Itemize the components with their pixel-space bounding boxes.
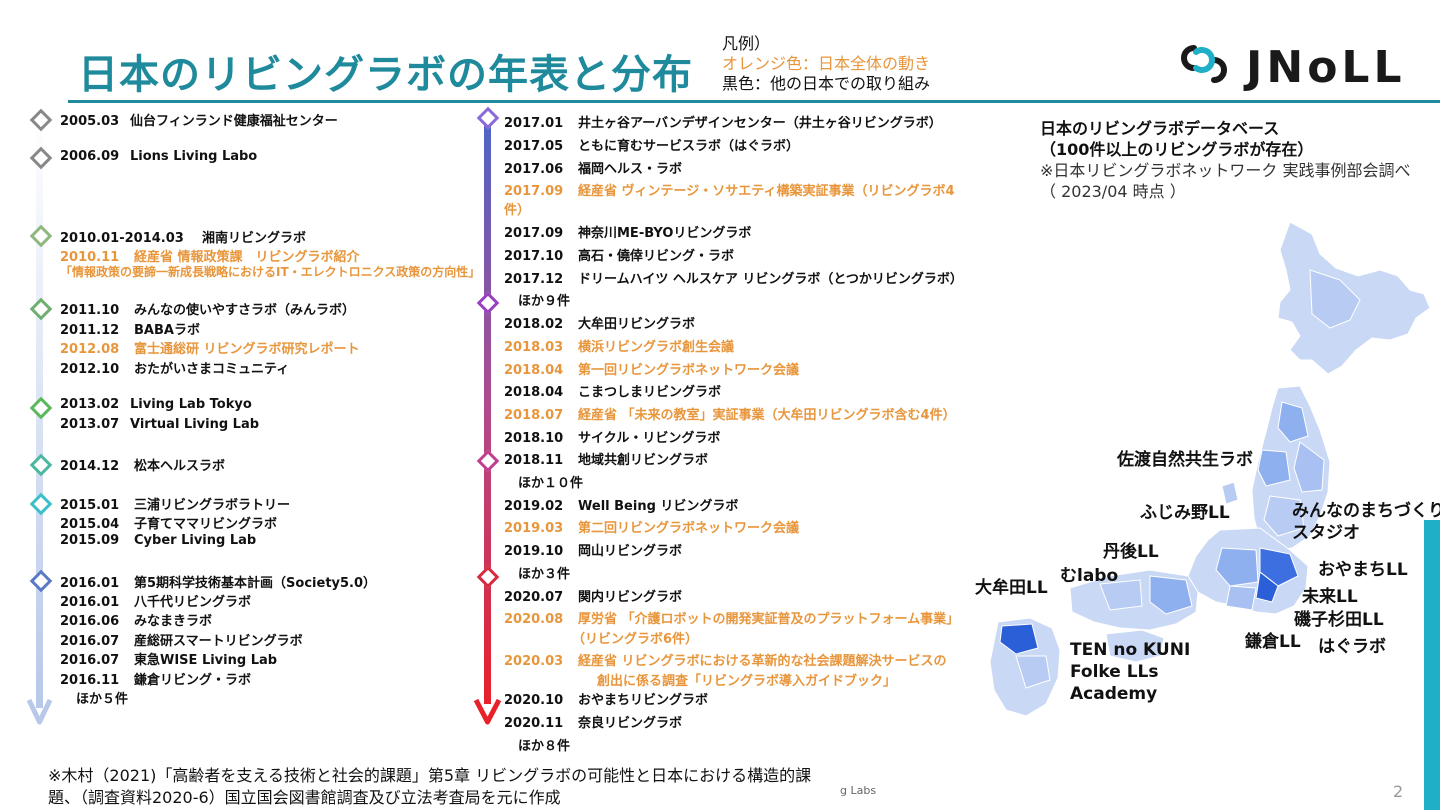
- timeline-entry: ほか１０件: [518, 476, 584, 491]
- page-title: 日本のリビングラボの年表と分布: [78, 52, 693, 98]
- legend-black: 黒色：他の日本での取り組み: [722, 74, 931, 93]
- map-label: スタジオ: [1292, 523, 1360, 543]
- database-source: ※日本リビングラボネットワーク 実践事例部会調べ: [1040, 161, 1411, 180]
- map-label: 鎌倉LL: [1245, 632, 1301, 652]
- database-caption: 日本のリビングラボデータベース （100件以上のリビングラボが存在） ※日本リビ…: [1040, 118, 1411, 202]
- japan-map: [989, 221, 1431, 717]
- timeline-entry: 件）: [504, 203, 531, 218]
- footnote-line1: ※木村（2021)「高齢者を支える技術と社会的課題」第5章 リビングラボの可能性…: [48, 766, 812, 785]
- title-underline: [68, 100, 1440, 103]
- timeline-entry: ほか３件: [518, 567, 571, 582]
- jnoll-logo: JNoLL: [1181, 42, 1406, 93]
- map-label: TEN no KUNI: [1070, 640, 1191, 660]
- timeline-entry: 創出に係る調査「リビングラボ導入ガイドブック」: [597, 674, 897, 689]
- timeline-entry: ほか８件: [518, 739, 571, 754]
- timeline-entry: 「情報政策の要諦一新成長戦略におけるIT・エレクトロニクス政策の方向性」: [60, 265, 481, 279]
- map-label: 磯子杉田LL: [1294, 610, 1384, 630]
- footer-text: g Labs: [840, 784, 877, 797]
- map-label: むlabo: [1060, 566, 1119, 586]
- timeline-entry: ほか５件: [76, 692, 129, 707]
- database-title: 日本のリビングラボデータベース: [1040, 119, 1280, 138]
- map-label: 佐渡自然共生ラボ: [1117, 450, 1253, 470]
- database-count: （100件以上のリビングラボが存在）: [1040, 140, 1314, 159]
- map-label: みんなのまちづくり: [1292, 501, 1440, 521]
- map-label: 丹後LL: [1103, 542, 1159, 562]
- legend: 凡例） オレンジ色：日本全体の動き 黒色：他の日本での取り組み: [722, 34, 930, 94]
- footnote: ※木村（2021)「高齢者を支える技術と社会的課題」第5章 リビングラボの可能性…: [48, 765, 811, 809]
- map-label: おやまちLL: [1318, 560, 1408, 580]
- legend-heading: 凡例）: [722, 34, 771, 53]
- map-label: 大牟田LL: [975, 578, 1048, 598]
- page-number: 2: [1393, 782, 1404, 801]
- footnote-line2: 題、（調査資料2020-6）国立国会図書館調査及び立法考査局を元に作成: [48, 788, 561, 807]
- left-timeline-arrow: [26, 112, 53, 725]
- accent-side-bar: [1424, 520, 1440, 810]
- map-label: ふじみ野LL: [1140, 503, 1230, 523]
- database-date: （ 2023/04 時点 ）: [1040, 182, 1186, 201]
- legend-orange: オレンジ色：日本全体の動き: [722, 54, 931, 73]
- logo-text: JNoLL: [1243, 42, 1406, 93]
- right-timeline-arrow: [473, 112, 502, 725]
- map-label: 未来LL: [1302, 587, 1358, 607]
- map-label: はぐラボ: [1318, 637, 1386, 657]
- timeline-entry: ほか９件: [518, 294, 571, 309]
- map-label: Academy: [1070, 684, 1158, 704]
- map-label: Folke LLs: [1070, 662, 1159, 682]
- timeline-entry: （リビングラボ6件）: [572, 632, 699, 647]
